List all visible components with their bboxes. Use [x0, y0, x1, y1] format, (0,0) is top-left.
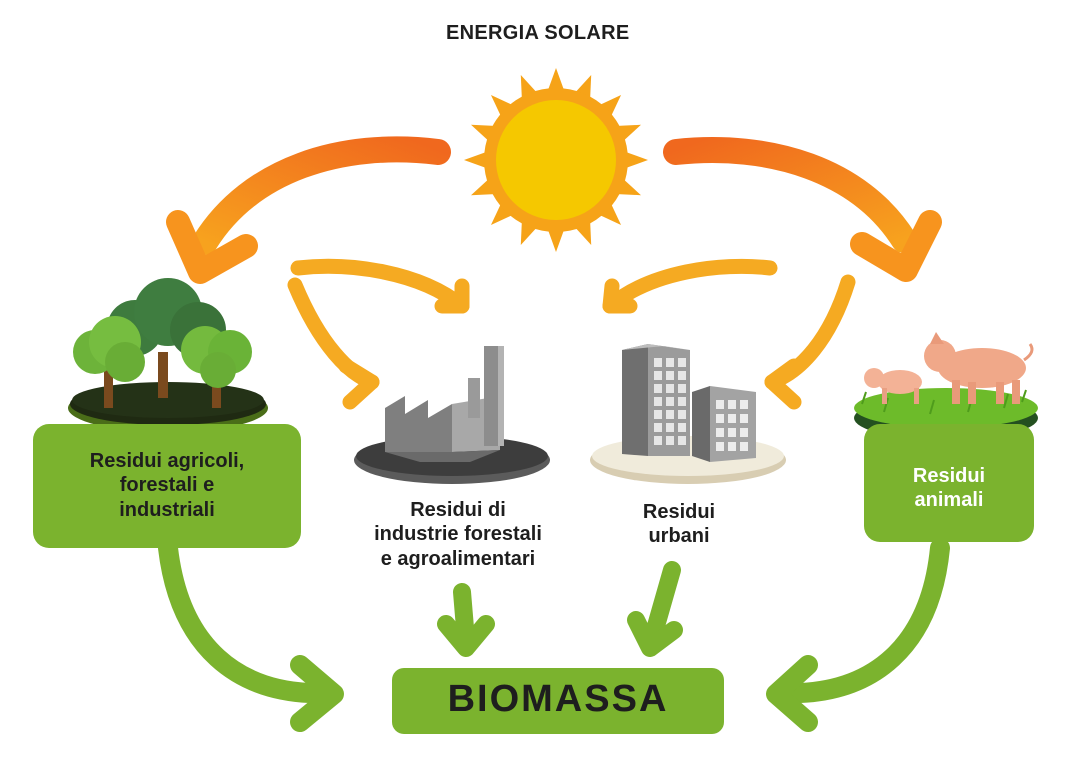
building-window — [666, 358, 674, 367]
building-window — [740, 414, 748, 423]
sun-ray — [490, 94, 517, 121]
title-energia-solare: ENERGIA SOLARE — [446, 22, 630, 44]
building-window — [666, 410, 674, 419]
label-residui-agricoli: Residui agricoli, forestali e industrial… — [89, 450, 245, 521]
building-window — [678, 436, 686, 445]
building-window — [654, 410, 662, 419]
label-residui-urbani: Residui urbani — [642, 501, 716, 548]
factory-icon — [354, 346, 550, 484]
building-window — [654, 371, 662, 380]
sun-ray — [464, 150, 491, 170]
buildings-icon — [590, 344, 786, 484]
green-arrow-right — [766, 538, 950, 732]
sun-ray — [595, 94, 622, 121]
building-window — [740, 400, 748, 409]
building-window — [678, 384, 686, 393]
building-window — [716, 414, 724, 423]
green-arrow-left — [158, 538, 344, 732]
building-window — [654, 436, 662, 445]
building-window — [678, 371, 686, 380]
building-window — [716, 442, 724, 451]
sun-icon — [464, 68, 648, 252]
building-window — [666, 436, 674, 445]
building-window — [654, 358, 662, 367]
sun-ray — [546, 225, 566, 252]
sun-ray — [595, 199, 622, 226]
inner-arrow-left-a — [287, 277, 380, 410]
sun-ray — [490, 199, 517, 226]
trees-icon — [68, 278, 268, 432]
building-window — [654, 423, 662, 432]
label-residui-animali: Residui animali — [912, 465, 986, 512]
building-window — [678, 358, 686, 367]
building-window — [740, 442, 748, 451]
sun-ray — [621, 150, 648, 170]
inner-arrow-right-a — [602, 258, 778, 314]
label-residui-industrie: Residui di industrie forestali e agroali… — [374, 499, 542, 570]
building-window — [654, 397, 662, 406]
sun-ray — [546, 68, 566, 95]
building-window — [728, 400, 736, 409]
building-window — [666, 371, 674, 380]
building-window — [716, 428, 724, 437]
box-residui-animali — [864, 424, 1034, 542]
box-biomassa — [392, 668, 724, 734]
label-biomassa: BIOMASSA — [447, 678, 669, 720]
green-arrow-industrie — [437, 583, 495, 657]
building-window — [728, 442, 736, 451]
building-window — [666, 384, 674, 393]
inner-arrow-left-b — [290, 258, 470, 314]
building-window — [678, 410, 686, 419]
building-window — [678, 397, 686, 406]
building-window — [654, 384, 662, 393]
building-window — [666, 397, 674, 406]
building-window — [728, 414, 736, 423]
box-residui-agricoli — [33, 424, 301, 548]
sun-arrow-left — [166, 136, 451, 284]
green-arrow-urbani — [627, 561, 683, 657]
building-window — [728, 428, 736, 437]
sun-arrow-right — [663, 137, 942, 282]
inner-arrow-right-b — [764, 274, 856, 410]
building-window — [716, 400, 724, 409]
building-window — [678, 423, 686, 432]
building-window — [666, 423, 674, 432]
building-window — [740, 428, 748, 437]
